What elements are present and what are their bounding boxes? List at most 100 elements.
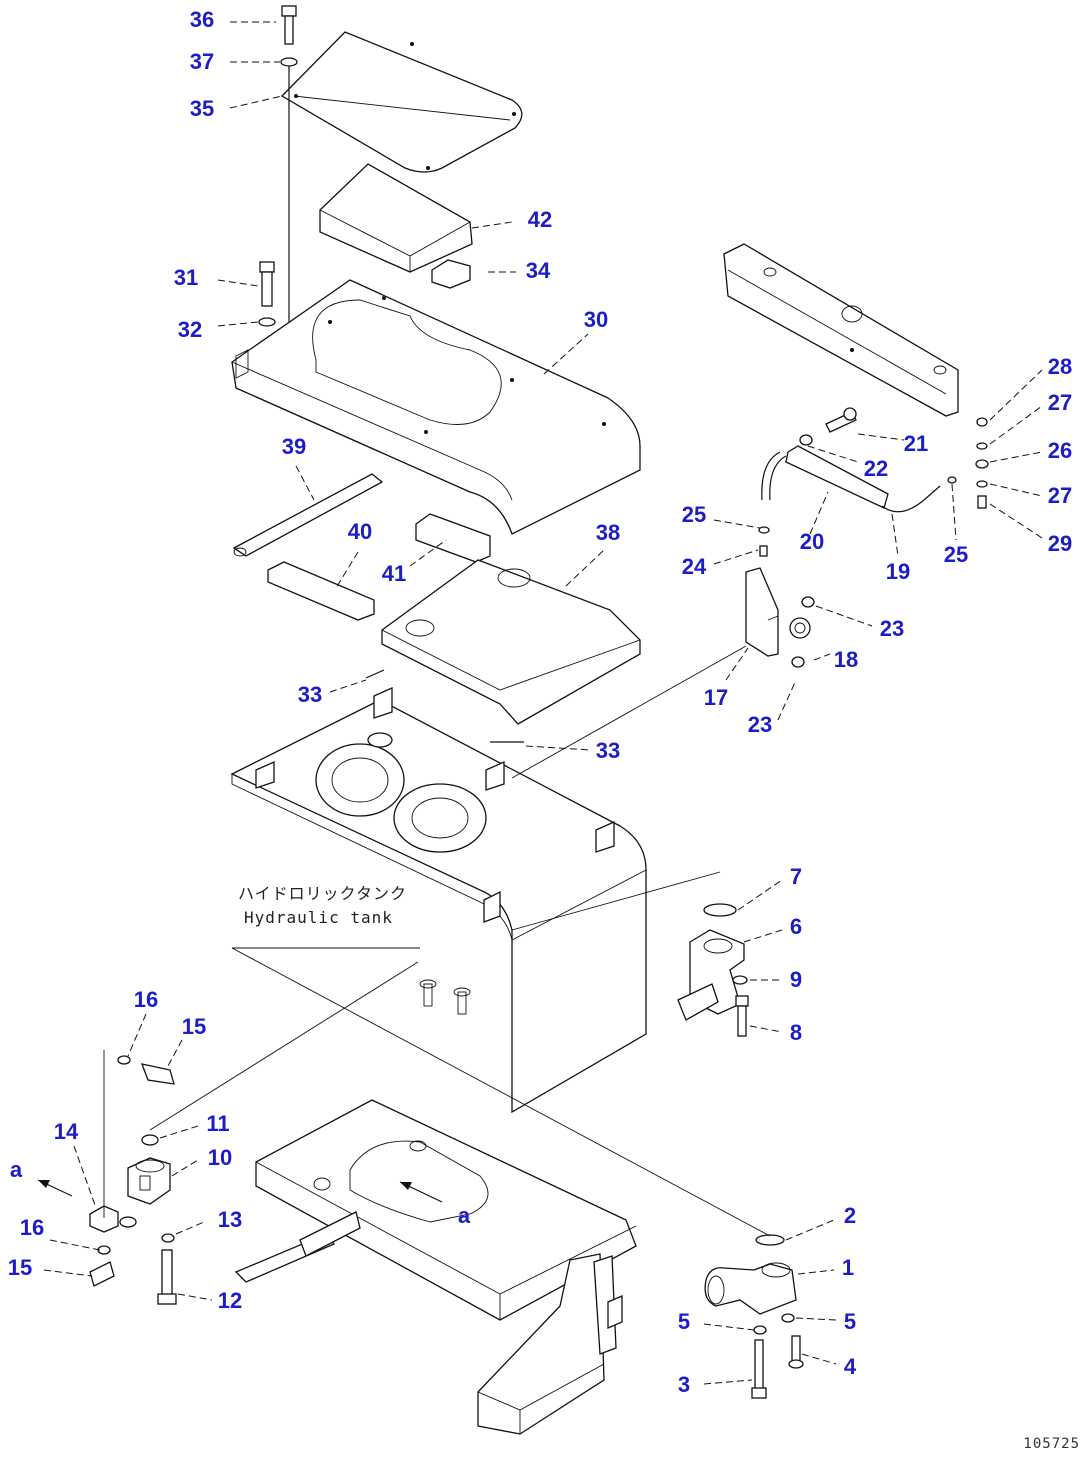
washer-37 — [280, 57, 298, 67]
view-arrow-head-right — [400, 1182, 412, 1190]
elbow-6 — [677, 929, 745, 1021]
cover-plate — [280, 31, 523, 173]
rail-bracket — [723, 243, 959, 417]
callout-5[interactable]: 5 — [677, 1309, 691, 1334]
callout-12[interactable]: 12 — [217, 1288, 243, 1313]
washer-9 — [732, 975, 748, 985]
bolt-23 — [801, 596, 815, 608]
rubber-pad-42 — [319, 163, 473, 273]
bracket-17 — [745, 567, 779, 657]
callout-2[interactable]: 2 — [843, 1203, 857, 1228]
callout-31[interactable]: 31 — [173, 265, 199, 290]
callout-29[interactable]: 29 — [1047, 531, 1073, 556]
drawing-number: 105725 — [1023, 1436, 1080, 1452]
callout-23[interactable]: 23 — [879, 616, 905, 641]
bolt-21 — [825, 407, 857, 433]
bolt-28 — [976, 417, 988, 427]
callout-8[interactable]: 8 — [789, 1020, 803, 1045]
view-arrow-head-left — [38, 1180, 50, 1188]
callout-16[interactable]: 16 — [19, 1215, 45, 1240]
callout-5[interactable]: 5 — [843, 1309, 857, 1334]
pin-33 — [365, 669, 385, 679]
o-ring-11 — [141, 1134, 159, 1146]
callout-22[interactable]: 22 — [863, 456, 889, 481]
nut-24 — [759, 545, 768, 557]
callout-42[interactable]: 42 — [527, 207, 553, 232]
callout-16[interactable]: 16 — [133, 987, 159, 1012]
bolt-36 — [281, 5, 297, 45]
tank-label-english: Hydraulic tank — [244, 908, 393, 927]
callout-38[interactable]: 38 — [595, 520, 621, 545]
callout-39[interactable]: 39 — [281, 434, 307, 459]
view-mark-a-left: a — [9, 1157, 23, 1182]
callout-28[interactable]: 28 — [1047, 354, 1073, 379]
washer-25b — [947, 476, 957, 484]
bolt-8 — [735, 995, 749, 1037]
callout-11[interactable]: 11 — [206, 1111, 230, 1136]
callout-15[interactable]: 15 — [181, 1014, 207, 1039]
tank-label-japanese: ハイドロリックタンク — [238, 884, 408, 903]
plug-15 — [140, 1063, 175, 1085]
leader-lines — [43, 21, 1043, 1385]
washer-22 — [799, 434, 813, 446]
callout-23[interactable]: 23 — [747, 712, 773, 737]
callout-35[interactable]: 35 — [189, 96, 215, 121]
callout-37[interactable]: 37 — [189, 49, 215, 74]
callout-25[interactable]: 25 — [681, 502, 707, 527]
callout-19[interactable]: 19 — [885, 559, 911, 584]
callout-33[interactable]: 33 — [595, 738, 621, 763]
hydraulic-tank — [230, 686, 647, 1114]
block-34 — [431, 259, 471, 289]
washer-26 — [975, 459, 989, 469]
callout-3[interactable]: 3 — [677, 1372, 691, 1397]
callout-20[interactable]: 20 — [799, 529, 825, 554]
plug-15b — [89, 1261, 115, 1287]
washer-27b — [976, 480, 988, 488]
callout-18[interactable]: 18 — [833, 647, 859, 672]
callout-7[interactable]: 7 — [789, 864, 803, 889]
callout-15[interactable]: 15 — [7, 1255, 33, 1280]
callout-24[interactable]: 24 — [681, 554, 707, 579]
callout-30[interactable]: 30 — [583, 307, 609, 332]
callout-10[interactable]: 10 — [207, 1145, 233, 1170]
callout-33[interactable]: 33 — [297, 682, 323, 707]
callout-36[interactable]: 36 — [189, 7, 215, 32]
washer-25 — [758, 526, 770, 534]
callout-26[interactable]: 26 — [1047, 438, 1073, 463]
callout-40[interactable]: 40 — [347, 519, 373, 544]
callout-34[interactable]: 34 — [525, 258, 551, 283]
callout-27[interactable]: 27 — [1047, 483, 1073, 508]
callout-1[interactable]: 1 — [841, 1255, 855, 1280]
strip-40 — [267, 561, 375, 621]
washer-5 — [781, 1313, 795, 1323]
nut-29 — [977, 495, 987, 509]
washer-5b — [753, 1325, 767, 1335]
o-ring-2 — [755, 1234, 785, 1246]
bolt-12 — [157, 1249, 177, 1305]
callout-27[interactable]: 27 — [1047, 390, 1073, 415]
bolt-4 — [788, 1335, 804, 1369]
washer-16 — [117, 1055, 131, 1065]
callout-4[interactable]: 4 — [843, 1354, 857, 1379]
washer-13 — [161, 1233, 175, 1243]
bolt-3 — [751, 1339, 767, 1399]
callout-41[interactable]: 41 — [381, 561, 407, 586]
view-mark-a-right: a — [457, 1203, 471, 1228]
callout-14[interactable]: 14 — [53, 1119, 79, 1144]
callout-17[interactable]: 17 — [703, 685, 729, 710]
return-fitting-1 — [704, 1262, 797, 1315]
bolt-31 — [259, 261, 275, 307]
callout-32[interactable]: 32 — [177, 317, 203, 342]
callout-13[interactable]: 13 — [217, 1207, 243, 1232]
fitting-14b — [119, 1216, 137, 1228]
callout-9[interactable]: 9 — [789, 967, 803, 992]
strip-39 — [232, 473, 384, 557]
pipe-block-10 — [127, 1157, 171, 1205]
callout-25[interactable]: 25 — [943, 542, 969, 567]
callout-6[interactable]: 6 — [789, 914, 803, 939]
callout-21[interactable]: 21 — [903, 431, 929, 456]
bolt-23b — [791, 656, 805, 668]
washer-32 — [258, 317, 276, 327]
